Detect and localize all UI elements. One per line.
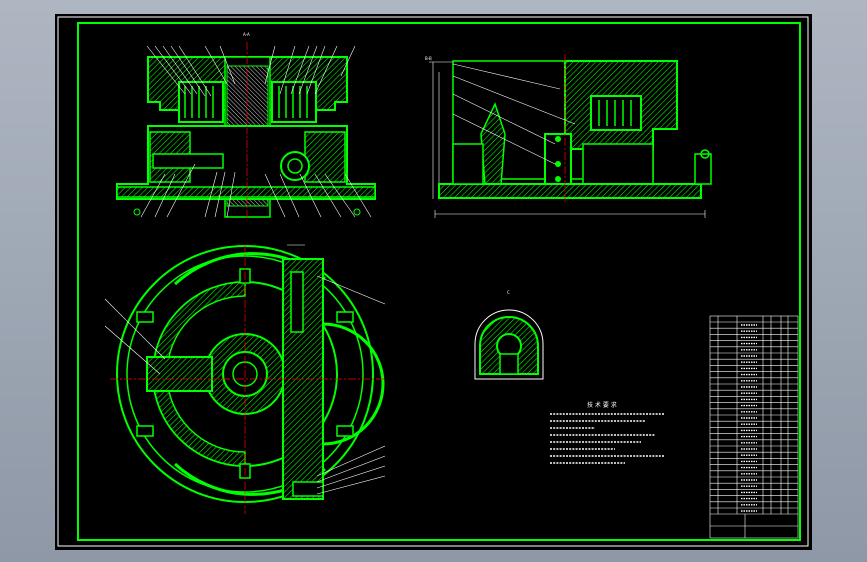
technical-requirements: 技 术 要 求 <box>550 401 665 464</box>
cad-viewport[interactable]: A-A <box>55 14 812 550</box>
outer-border <box>57 16 809 547</box>
parts-list-table <box>709 315 799 539</box>
side-section-view[interactable]: B-B <box>425 54 712 218</box>
detail-view[interactable]: C <box>474 290 544 380</box>
detail-view-label: C <box>507 290 510 295</box>
front-view-label: A-A <box>243 32 250 37</box>
side-view-label: B-B <box>425 56 432 61</box>
assembly-drawing: A-A <box>57 16 809 547</box>
inner-border <box>77 22 801 541</box>
tech-req-title: 技 术 要 求 <box>587 401 617 409</box>
front-section-view[interactable]: A-A <box>116 32 376 219</box>
plan-view[interactable] <box>104 244 386 514</box>
parts-list-entries <box>741 324 757 512</box>
